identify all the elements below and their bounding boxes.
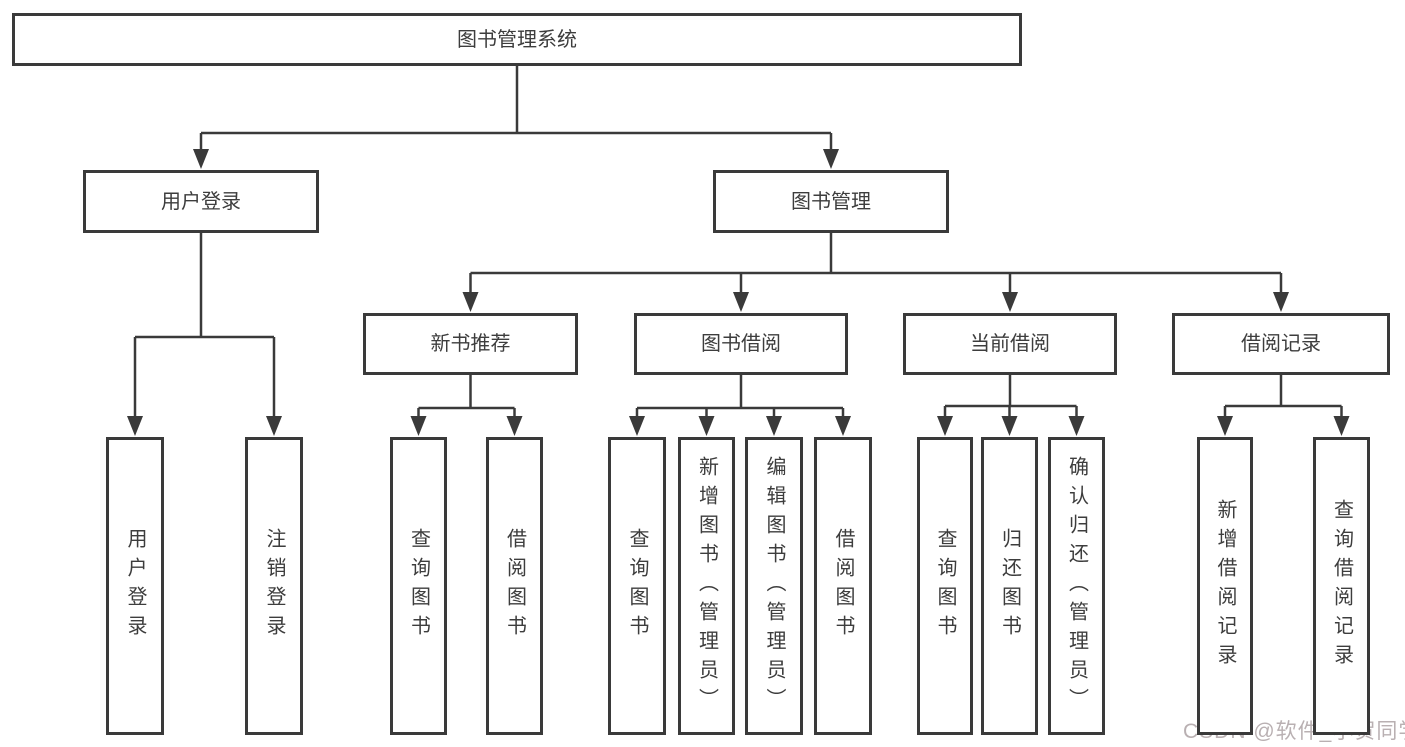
diagram-node-label: 借阅记录 bbox=[1241, 333, 1321, 355]
diagram-node-label: 新增图书（管理员） bbox=[695, 455, 718, 717]
diagram-node-login: 用户登录 bbox=[83, 170, 319, 233]
diagram-node-a2: 注销登录 bbox=[245, 437, 303, 735]
diagram-node-records: 借阅记录 bbox=[1172, 313, 1390, 375]
diagram-node-root: 图书管理系统 bbox=[12, 13, 1022, 66]
diagram-node-label: 图书管理系统 bbox=[457, 28, 577, 51]
diagram-node-d3: 确认归还（管理员） bbox=[1048, 437, 1105, 735]
diagram-node-c3: 编辑图书（管理员） bbox=[745, 437, 803, 735]
diagram-node-label: 查询借阅记录 bbox=[1330, 499, 1353, 673]
diagram-node-c1: 查询图书 bbox=[608, 437, 666, 735]
diagram-node-label: 确认归还（管理员） bbox=[1065, 455, 1088, 717]
diagram-node-label: 图书管理 bbox=[791, 190, 871, 213]
diagram-node-e2: 查询借阅记录 bbox=[1313, 437, 1370, 735]
diagram-node-label: 图书借阅 bbox=[701, 333, 781, 355]
diagram-node-b2: 借阅图书 bbox=[486, 437, 543, 735]
diagram-node-label: 借阅图书 bbox=[832, 528, 854, 644]
diagram-node-c2: 新增图书（管理员） bbox=[678, 437, 735, 735]
diagram-node-label: 新书推荐 bbox=[430, 333, 511, 355]
diagram-node-label: 当前借阅 bbox=[970, 333, 1050, 355]
diagram-node-mgmt: 图书管理 bbox=[713, 170, 949, 233]
diagram-node-label: 用户登录 bbox=[161, 190, 241, 213]
diagram-node-b1: 查询图书 bbox=[390, 437, 447, 735]
diagram-node-d1: 查询图书 bbox=[917, 437, 973, 735]
diagram-node-label: 新增借阅记录 bbox=[1214, 499, 1236, 673]
diagram-node-label: 查询图书 bbox=[626, 528, 648, 644]
diagram-node-current: 当前借阅 bbox=[903, 313, 1117, 375]
diagram-node-label: 查询图书 bbox=[407, 528, 430, 644]
diagram-node-borrow: 图书借阅 bbox=[634, 313, 848, 375]
diagram-node-c4: 借阅图书 bbox=[814, 437, 872, 735]
diagram-node-label: 用户登录 bbox=[124, 528, 146, 644]
diagram-node-d2: 归还图书 bbox=[981, 437, 1038, 735]
diagram-node-newrec: 新书推荐 bbox=[363, 313, 578, 375]
diagram-node-label: 借阅图书 bbox=[503, 528, 526, 644]
diagram-node-label: 编辑图书（管理员） bbox=[763, 455, 785, 717]
diagram-node-e1: 新增借阅记录 bbox=[1197, 437, 1253, 735]
diagram-node-label: 查询图书 bbox=[934, 528, 956, 644]
diagram-node-label: 注销登录 bbox=[263, 528, 285, 644]
diagram-node-a1: 用户登录 bbox=[106, 437, 164, 735]
diagram-node-label: 归还图书 bbox=[998, 528, 1021, 644]
